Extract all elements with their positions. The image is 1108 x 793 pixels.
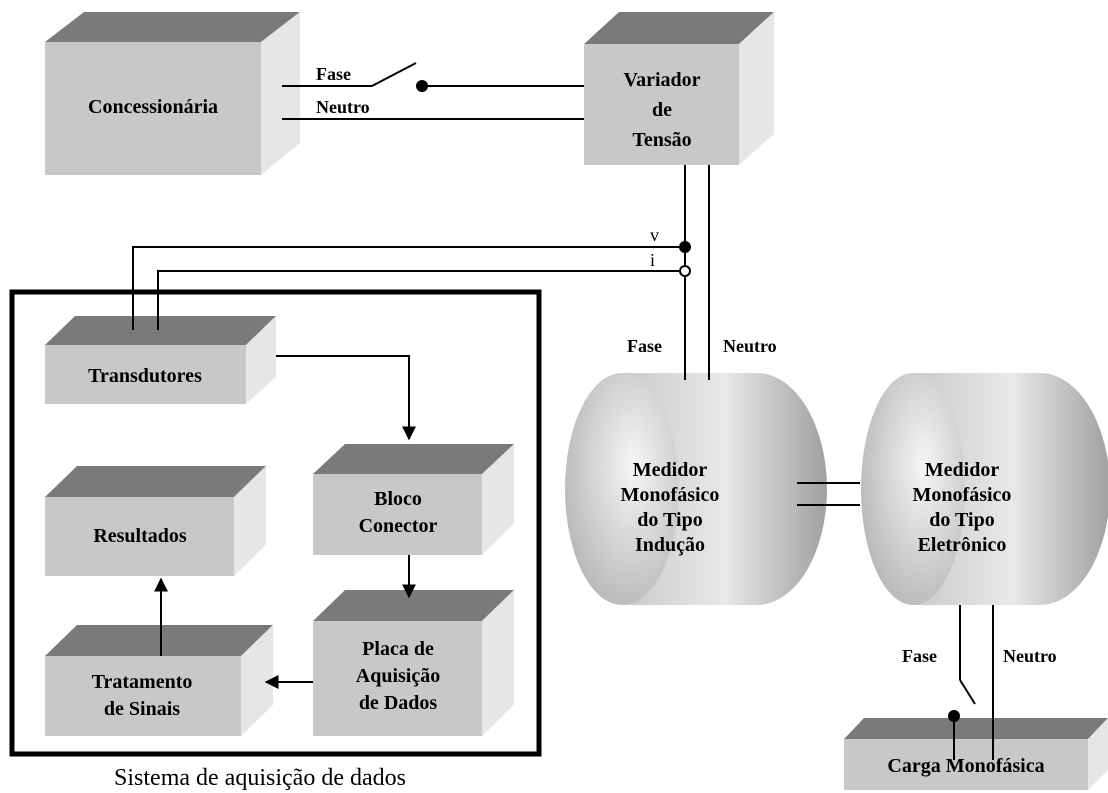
carga-monofasica-block: Carga Monofásica [844,718,1108,790]
carga-monofasica-label: Carga Monofásica [887,755,1044,777]
concessionaria-block: Concessionária [45,12,300,175]
voltage-tap-node [679,241,691,253]
label-line: Resultados [93,525,187,547]
bottom-fase-label: Fase [902,646,937,666]
label-line: Eletrônico [918,534,1007,556]
bottom-neutro-label: Neutro [1003,646,1057,666]
top-fase-label: Fase [316,64,351,84]
label-line: Bloco [374,488,422,510]
transdutores-block: Transdutores [45,316,276,404]
label-line: do Tipo [637,509,702,531]
top-switch-contact [416,80,428,92]
label-line: Medidor [925,459,1000,481]
label-line: Aquisição [356,665,440,687]
acquisition-system-frame [9,289,542,757]
placa-aquisicao-block: Placa de Aquisição de Dados [313,590,514,736]
label-line: Tratamento [92,671,193,693]
acquisition-system-caption: Sistema de aquisição de dados [114,765,406,791]
label-line: Transdutores [88,365,202,387]
label-line: Medidor [633,459,708,481]
label-line: Tensão [632,129,691,151]
bottom-switch-contact [948,710,960,722]
wiring [132,62,994,760]
label-line: Conector [359,515,438,537]
resultados-block: Resultados [45,466,266,576]
label-line: Monofásico [621,484,720,506]
label-line: do Tipo [929,509,994,531]
current-tap-node [679,265,691,277]
label-line: de Sinais [104,698,180,720]
concessionaria-label: Concessionária [88,96,218,118]
placa-aquisicao-label: Placa de Aquisição de Dados [356,638,440,714]
transdutores-label: Transdutores [88,365,202,387]
current-signal-label: i [650,250,655,270]
mid-neutro-label: Neutro [723,336,777,356]
label-line: Monofásico [913,484,1012,506]
label-line: de Dados [359,692,438,714]
label-line: de [652,99,672,121]
label-line: Placa de [362,638,434,660]
mid-fase-label: Fase [627,336,662,356]
top-neutro-label: Neutro [316,97,370,117]
tratamento-sinais-block: Tratamento de Sinais [45,625,273,736]
label-line: Variador [623,69,700,91]
label-line: Indução [635,534,705,556]
label-line: Concessionária [88,96,218,118]
label-line: Carga Monofásica [887,755,1044,777]
voltage-signal-label: v [650,225,659,245]
tratamento-sinais-label: Tratamento de Sinais [92,671,193,720]
resultados-label: Resultados [93,525,187,547]
